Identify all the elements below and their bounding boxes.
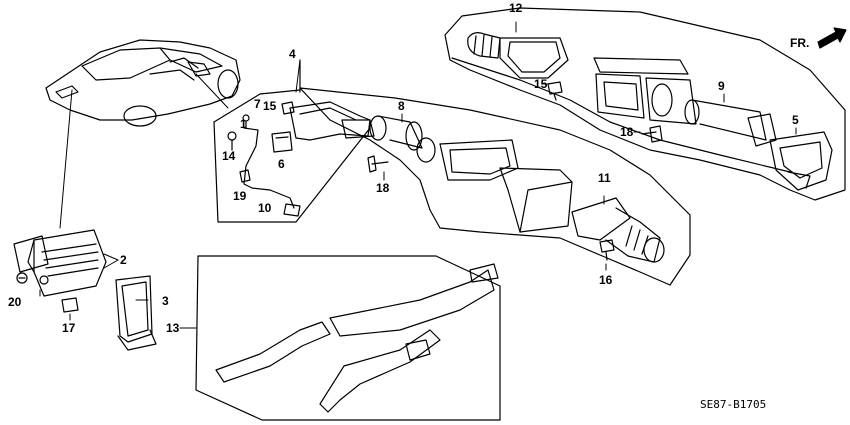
callout-5: 5 [792, 113, 799, 127]
callout-18-upper: 18 [620, 125, 634, 139]
clip-15-lower [599, 239, 615, 261]
group-4-outline [213, 59, 371, 223]
bracket-6 [271, 131, 293, 153]
side-vent-5 [769, 131, 833, 191]
rear-duct-11 [571, 197, 665, 263]
upper-dash-panel [444, 7, 846, 201]
duct-tube-9 [684, 99, 777, 147]
callout-18-lower: 18 [376, 181, 390, 195]
callout-4: 4 [289, 47, 296, 61]
callout-14: 14 [222, 149, 236, 163]
lower-heater-panel [299, 87, 691, 286]
callout-8: 8 [398, 99, 405, 113]
callout-6: 6 [278, 157, 285, 171]
clip-16 [281, 101, 295, 115]
side-vent-2 [13, 229, 107, 297]
front-direction-label: FR. [790, 36, 810, 50]
clip-17 [61, 297, 79, 313]
callout-15-upper: 15 [534, 77, 548, 91]
side-duct-hose-12 [467, 32, 569, 79]
heater-outlet-box [439, 139, 573, 233]
callout-10: 10 [258, 201, 272, 215]
callout-9: 9 [718, 79, 725, 93]
callout-3: 3 [162, 294, 169, 308]
callout-19: 19 [233, 189, 247, 203]
vertical-vent-3 [115, 275, 157, 351]
duct-assembly-4 [289, 101, 375, 141]
small-clips [227, 114, 250, 151]
callout-7: 7 [254, 97, 261, 111]
callout-12: 12 [509, 1, 523, 15]
callout-13: 13 [166, 321, 180, 335]
callout-1: 1 [240, 117, 247, 131]
screw-18-lower [367, 155, 389, 173]
center-vent-cluster [593, 57, 697, 125]
duct-cylinder-8 [369, 115, 436, 163]
callout-2: 2 [120, 253, 127, 267]
callout-16: 15 [263, 99, 277, 113]
screw-20 [16, 272, 28, 284]
callout-17: 17 [62, 321, 76, 335]
callout-20: 20 [8, 295, 22, 309]
screw-18-upper [641, 125, 663, 143]
diagram-code: SE87-B1705 [700, 398, 767, 411]
wire-harness-10 [239, 127, 301, 217]
front-direction-arrow [817, 27, 847, 49]
vehicle-silhouette [45, 39, 241, 127]
clip-15-upper [547, 81, 563, 101]
callout-11: 11 [598, 171, 611, 185]
callout-15-lower: 16 [599, 273, 613, 287]
floor-duct-13 [195, 255, 501, 421]
leader-lines [39, 21, 797, 329]
